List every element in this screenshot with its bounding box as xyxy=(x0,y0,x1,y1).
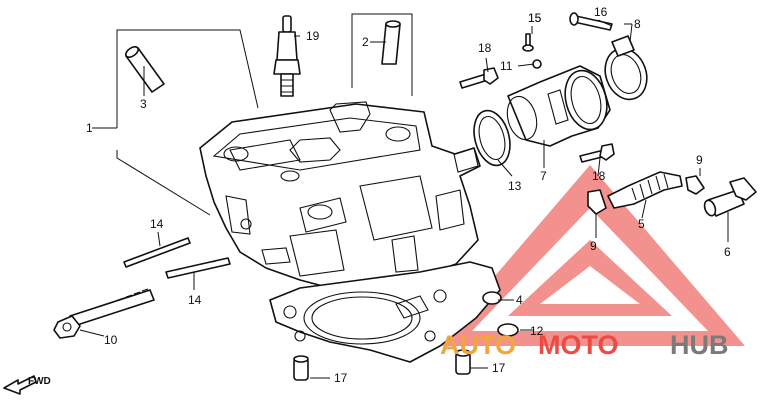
forward-arrow: FWD xyxy=(3,375,51,395)
callout-17b: 17 xyxy=(492,361,506,375)
watermark-part1: AUTO xyxy=(440,330,516,360)
callout-17a: 17 xyxy=(334,371,348,385)
hose-clamp-8 xyxy=(604,35,648,101)
callout-15: 15 xyxy=(528,11,542,25)
breather-hose-5 xyxy=(607,171,683,209)
callout-10: 10 xyxy=(104,333,118,347)
watermark-part2: MOTO xyxy=(538,330,619,360)
fwd-label: FWD xyxy=(28,376,51,387)
bolt-18a xyxy=(459,67,499,89)
stud-14a xyxy=(123,237,191,268)
callout-2: 2 xyxy=(362,35,369,49)
spark-plug-19 xyxy=(273,15,301,97)
hose-clip-9b xyxy=(685,175,705,195)
callout-14a: 14 xyxy=(150,217,164,231)
callout-16: 16 xyxy=(594,5,608,19)
o-ring-12 xyxy=(497,323,519,337)
callout-5: 15 xyxy=(528,11,542,25)
hose-clip-9a xyxy=(587,189,607,215)
callout-3: 3 xyxy=(140,97,147,111)
sleeve-2 xyxy=(381,20,401,65)
head-gasket xyxy=(269,261,501,363)
gasket-ring-13 xyxy=(473,109,511,167)
watermark-logo xyxy=(435,165,745,346)
callout-8: 8 xyxy=(634,17,641,31)
callout-18a: 18 xyxy=(478,41,492,55)
callout-11: 11 xyxy=(500,59,513,73)
watermark-text: AUTO MOTO HUB xyxy=(440,330,729,360)
callout-12: 12 xyxy=(530,324,544,338)
leader-lines xyxy=(79,19,729,379)
screw-16 xyxy=(569,12,613,31)
callout-4: 4 xyxy=(516,293,523,307)
callout-9b: 9 xyxy=(696,153,703,167)
callout-13: 13 xyxy=(508,179,522,193)
callout-numbers: 1 2 3 4 15 5 6 7 8 9 9 10 11 12 13 14 14… xyxy=(86,5,731,385)
stud-14b xyxy=(165,257,231,279)
dowel-pin-17a xyxy=(293,355,309,381)
assembly-bracket xyxy=(116,13,413,216)
callout-6: 6 xyxy=(724,245,731,259)
screw-15 xyxy=(522,33,534,52)
carburetor-insulator-7 xyxy=(506,65,611,147)
callout-14b: 14 xyxy=(188,293,202,307)
callout-6a: 5 xyxy=(638,217,645,231)
callout-7: 7 xyxy=(540,169,547,183)
o-ring-4 xyxy=(482,291,502,305)
callout-18b: 18 xyxy=(592,169,606,183)
dowel-pin-17b xyxy=(455,349,471,375)
callout-9a: 9 xyxy=(590,239,597,253)
callout-19: 19 xyxy=(306,29,320,43)
nut-11 xyxy=(532,59,542,69)
callout-1: 1 xyxy=(86,121,93,135)
cylinder-head xyxy=(199,101,481,293)
watermark-part3: HUB xyxy=(670,330,729,360)
breather-joint-6 xyxy=(703,177,757,217)
sleeve-3 xyxy=(125,46,165,93)
bolt-18b xyxy=(579,143,615,163)
head-bolt-10 xyxy=(53,288,155,339)
